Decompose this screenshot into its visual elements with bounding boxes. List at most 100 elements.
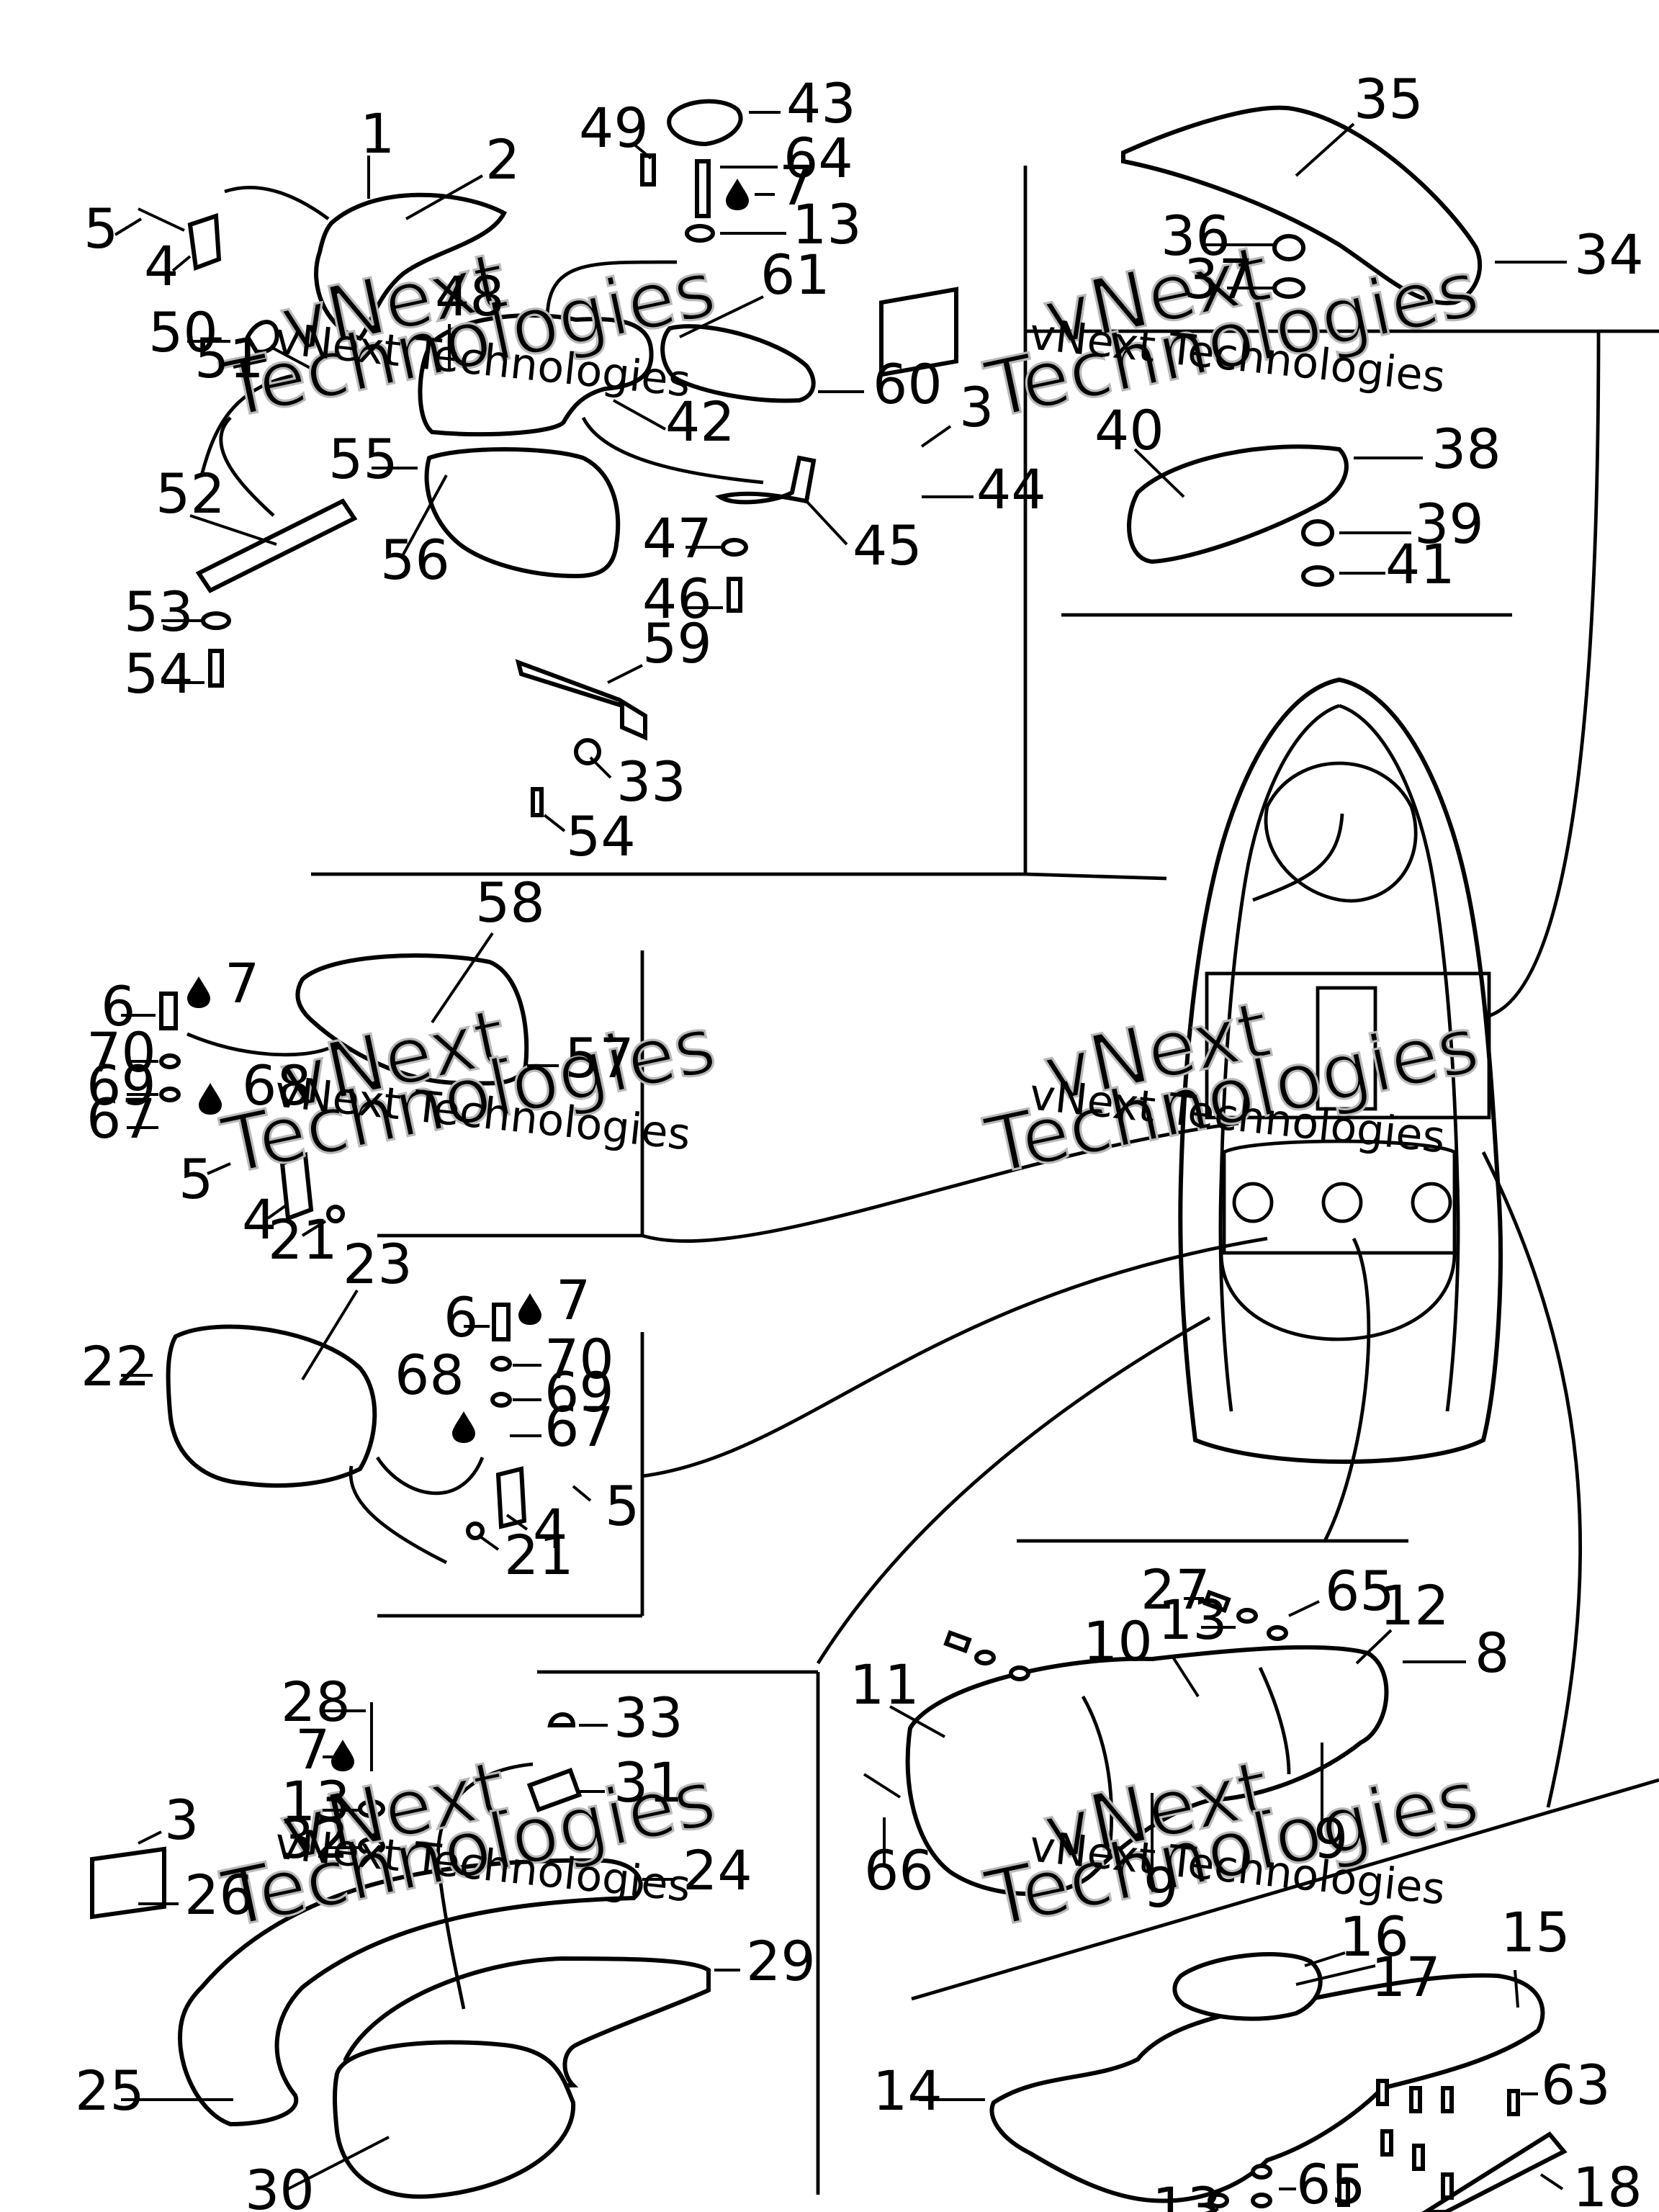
callout-50: 50 bbox=[148, 300, 218, 364]
water-drop-icon bbox=[187, 976, 210, 1008]
callout-18: 18 bbox=[1573, 2155, 1642, 2212]
pointer-curve bbox=[1252, 813, 1344, 902]
callout-49: 49 bbox=[579, 96, 649, 160]
callout-63: 63 bbox=[1541, 2053, 1611, 2117]
washer-icon bbox=[201, 611, 231, 630]
callout-14: 14 bbox=[873, 2059, 943, 2123]
callout-21: 21 bbox=[268, 1208, 338, 1272]
fastener-icons bbox=[138, 153, 749, 817]
arrow-curve bbox=[375, 1456, 485, 1496]
callout-4: 4 bbox=[242, 1187, 276, 1251]
clip-icon bbox=[187, 212, 222, 271]
callout-5: 5 bbox=[605, 1474, 639, 1538]
seat-bump bbox=[1232, 1182, 1274, 1223]
callout-3: 3 bbox=[164, 1788, 199, 1852]
callout-61: 61 bbox=[760, 243, 830, 307]
arrow-curve bbox=[545, 260, 678, 320]
pin-icon bbox=[863, 1773, 902, 1799]
water-drop-icon bbox=[518, 1293, 541, 1325]
washer-icon bbox=[326, 1205, 345, 1223]
callout-65: 65 bbox=[1325, 1559, 1395, 1623]
glove-box-cover-group bbox=[1121, 105, 1483, 587]
washer-icon bbox=[685, 224, 715, 243]
cushion-part-22 bbox=[166, 1324, 377, 1488]
rear-platform bbox=[1219, 1252, 1457, 1341]
watercraft-body bbox=[1178, 331, 1601, 1464]
callout-2: 2 bbox=[485, 127, 520, 192]
seat-part-25 bbox=[177, 1858, 643, 2127]
cushion-part-57 bbox=[295, 953, 529, 1086]
callout-13: 13 bbox=[1158, 1588, 1228, 1652]
callout-41: 41 bbox=[1385, 532, 1455, 596]
screw-icon bbox=[208, 649, 224, 688]
callout-8: 8 bbox=[1475, 1621, 1509, 1685]
pointer-curve bbox=[1323, 1237, 1371, 1542]
callout-21: 21 bbox=[504, 1523, 574, 1587]
section-dividers bbox=[311, 166, 1659, 2195]
callout-29: 29 bbox=[746, 1929, 816, 1993]
callout-68: 68 bbox=[242, 1053, 312, 1118]
callout-6: 6 bbox=[101, 974, 135, 1038]
standoff-icon bbox=[492, 1303, 511, 1341]
callout-32: 32 bbox=[279, 1807, 349, 1871]
water-drop-icon bbox=[452, 1411, 475, 1443]
storage-cover-part-42 bbox=[418, 313, 654, 437]
standoff-icon bbox=[159, 992, 178, 1030]
callout-40: 40 bbox=[1094, 398, 1164, 462]
pointer-curve bbox=[642, 1236, 1268, 1478]
callout-66: 66 bbox=[864, 1838, 934, 1902]
main-seat-group bbox=[863, 1589, 1568, 2212]
pin-icon bbox=[273, 347, 318, 373]
latch-part-43 bbox=[667, 99, 743, 147]
cushion-part-56 bbox=[424, 447, 621, 579]
callout-7: 7 bbox=[779, 153, 814, 217]
callout-4: 4 bbox=[533, 1497, 567, 1561]
callout-4: 4 bbox=[144, 234, 179, 298]
arrow-curve bbox=[186, 1032, 329, 1057]
seat-cushion-group bbox=[159, 953, 541, 1565]
grommet-icon bbox=[245, 320, 279, 354]
callout-15: 15 bbox=[1501, 1900, 1570, 1964]
cover-part-38 bbox=[1127, 444, 1349, 565]
screw-array bbox=[1208, 2079, 1520, 2208]
callout-65: 65 bbox=[1296, 2152, 1366, 2212]
seat-line bbox=[1258, 1666, 1291, 1775]
callout-9: 9 bbox=[1143, 1856, 1178, 1920]
callout-7: 7 bbox=[556, 1268, 590, 1332]
bracket-part-59 bbox=[515, 659, 647, 741]
reference-curves bbox=[642, 1121, 1583, 1808]
callout-51: 51 bbox=[194, 326, 264, 390]
callout-54: 54 bbox=[124, 642, 194, 706]
bracket-part-45 bbox=[714, 455, 817, 505]
callout-35: 35 bbox=[1354, 67, 1424, 131]
hull-outline bbox=[1178, 677, 1503, 1464]
callout-5: 5 bbox=[84, 197, 118, 261]
water-drop-icon bbox=[726, 179, 749, 210]
callout-23: 23 bbox=[343, 1232, 413, 1296]
callout-13: 13 bbox=[281, 1769, 351, 1833]
washer-icon bbox=[490, 1356, 512, 1372]
clip-icon bbox=[495, 1466, 527, 1529]
callout-38: 38 bbox=[1431, 417, 1501, 481]
screw-icon bbox=[531, 787, 544, 817]
callout-11: 11 bbox=[850, 1653, 920, 1717]
steering-area bbox=[1264, 761, 1418, 903]
arrow-curve bbox=[436, 1762, 534, 2010]
cover-part-34 bbox=[1121, 105, 1483, 305]
callout-34: 34 bbox=[1574, 222, 1644, 287]
cushion-part-61 bbox=[660, 324, 816, 403]
callout-24: 24 bbox=[683, 1838, 752, 1902]
callout-22: 22 bbox=[81, 1334, 150, 1398]
callout-39: 39 bbox=[1414, 492, 1484, 556]
washer-icon bbox=[159, 1053, 181, 1069]
seat-base-part-14 bbox=[989, 1973, 1545, 2203]
callout-57: 57 bbox=[565, 1026, 634, 1090]
arrow-curve bbox=[199, 372, 300, 476]
callout-67: 67 bbox=[544, 1395, 614, 1459]
callout-70: 70 bbox=[544, 1327, 614, 1391]
screw-icon bbox=[640, 153, 656, 186]
callout-68: 68 bbox=[395, 1343, 464, 1407]
callout-69: 69 bbox=[86, 1053, 156, 1118]
callout-44: 44 bbox=[976, 457, 1046, 521]
